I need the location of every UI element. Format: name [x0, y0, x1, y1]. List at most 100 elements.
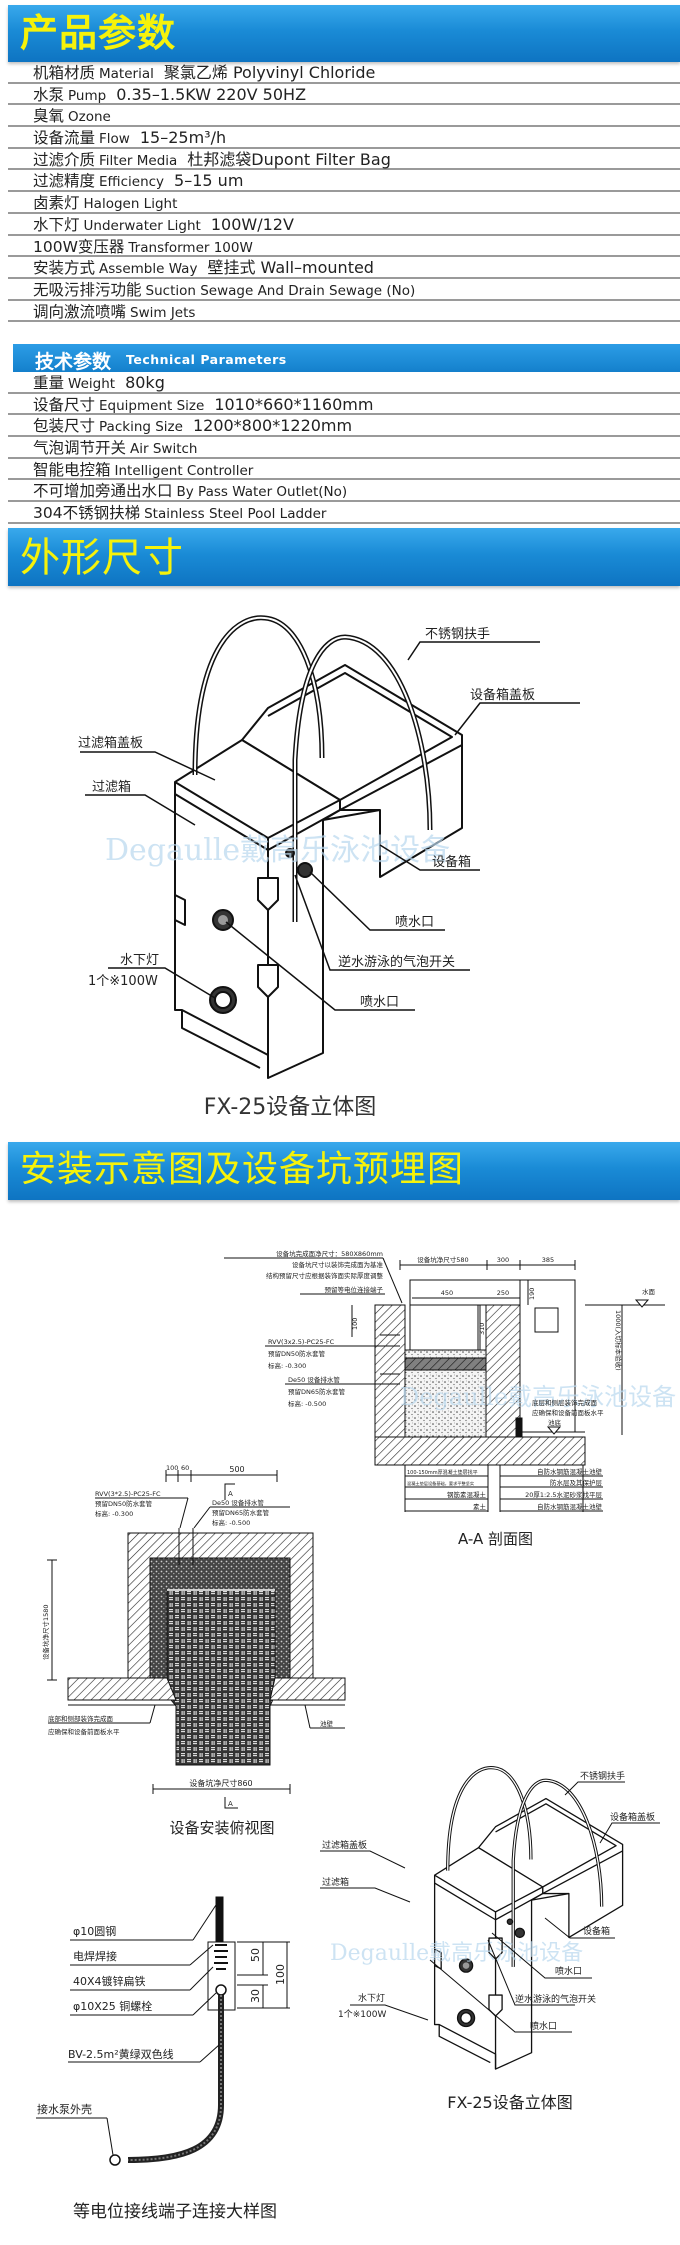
plan-finish-note: 底部和侧部装饰完成面: [48, 1714, 114, 1723]
watermark: Degaulle戴高乐泳池设备: [400, 1383, 676, 1411]
plan-dim-100: 100: [166, 1464, 178, 1472]
param-label-en: Assemble Way: [99, 261, 198, 278]
aa-dim-250: 250: [497, 1289, 509, 1297]
aa-note: 结构预留尺寸应根据装饰面实际厚度调整: [266, 1271, 384, 1280]
param-label-en: Flow: [99, 131, 130, 148]
equipment-3d-figure: Degaulle戴高乐泳池设备 不锈钢扶手 设备箱盖板 过滤箱盖板 过滤箱 设备…: [78, 615, 580, 1120]
dimensions-title: 外形尺寸: [20, 535, 184, 581]
aa-drain: 预留DN65防水套管: [288, 1387, 346, 1396]
param-label-cn: 过滤介质: [33, 150, 96, 169]
aa-dim-310: 310: [478, 1323, 486, 1335]
aa-layer-left: 混凝土垫层设备基础，要求平整坚实: [407, 1480, 474, 1487]
grounding-label: 接水泵外壳: [37, 2102, 92, 2116]
plan-drain: De50 设备排水管: [212, 1498, 264, 1507]
param-label-en: Material: [99, 66, 154, 82]
plan-view-drawing: [47, 1470, 346, 1809]
param-label-cn: 过滤精度: [33, 172, 96, 191]
plan-finish-note: 应确保和设备前面板水平: [48, 1727, 120, 1736]
aa-finish-note: 应确保和设备前面板水平: [532, 1408, 604, 1417]
param-label-cn: 100W变压器: [33, 237, 125, 256]
param-value: 0.35–1.5KW 220V 50HZ: [116, 84, 307, 104]
param-label-en: Intelligent Controller: [114, 462, 254, 479]
label-light-spec: 1个※100W: [88, 974, 158, 989]
plan-dim-500: 500: [229, 1465, 244, 1474]
small-label-light-spec: 1个※100W: [338, 2009, 386, 2020]
plan-drain: 标高: -0.500: [212, 1518, 250, 1527]
param-value: 5–15 um: [174, 171, 244, 191]
plan-dim-depth: 设备坑净尺寸1580: [41, 1604, 50, 1660]
product-params-title: 产品参数: [20, 11, 177, 55]
grounding-label: 40X4镀锌扁铁: [73, 1974, 146, 1988]
small-label-filter-lid: 过滤箱盖板: [322, 1839, 367, 1851]
param-label-cn: 水泵: [33, 85, 65, 104]
label-handrail: 不锈钢扶手: [425, 627, 490, 642]
plan-dim-width: 设备坑净尺寸860: [189, 1778, 252, 1788]
section-aa-caption: A-A 剖面图: [458, 1530, 533, 1548]
aa-water-level: 水面: [642, 1287, 656, 1296]
param-label-cn: 设备流量: [33, 129, 96, 148]
grounding-dim-50: 50: [249, 1948, 262, 1962]
small-figure-caption: FX-25设备立体图: [447, 2093, 573, 2112]
small-label-jet-1: 喷水口: [555, 1965, 582, 1977]
param-label-en: Pump: [68, 87, 107, 104]
technical-params-banner: 技术参数 Technical Parameters: [13, 344, 680, 373]
watermark: Degaulle戴高乐泳池设备: [330, 1941, 583, 1966]
plan-wall-label: 池壁: [320, 1719, 334, 1728]
param-label-en: Air Switch: [130, 441, 198, 458]
equipment-3d-drawing-small: [432, 1766, 625, 2071]
param-label-en: Packing Size: [99, 419, 183, 436]
small-label-equipment-box: 设备箱: [583, 1925, 610, 1937]
plan-view-caption: 设备安装俯视图: [169, 1819, 274, 1837]
grounding-dim-100: 100: [274, 1964, 287, 1985]
aa-layer-right: 自防水钢筋混凝土池壁: [537, 1502, 603, 1511]
small-label-equipment-lid: 设备箱盖板: [610, 1811, 655, 1823]
plan-dim-60: 60: [181, 1464, 189, 1472]
param-label-en: Filter Media: [99, 152, 178, 169]
install-drawings: Degaulle戴高乐泳池设备 设备坑完成面净尺寸：580X860mm 设备坑尺…: [36, 1249, 676, 2222]
param-label-cn: 智能电控箱: [33, 460, 111, 479]
aa-layer-right: 自防水钢筋混凝土池壁: [537, 1467, 603, 1476]
param-value: 100W/12V: [210, 214, 294, 234]
aa-dim-pit: 设备坑净尺寸580: [417, 1255, 468, 1264]
aa-dim-1000: 1000(入切标本验收): [614, 1310, 623, 1371]
param-label-cn: 重量: [33, 374, 65, 392]
install-banner: 安装示意图及设备坑预埋图: [8, 1142, 680, 1200]
label-air-switch: 逆水游泳的气泡开关: [338, 954, 455, 970]
grounding-label: φ10圆钢: [73, 1925, 116, 1938]
aa-cable: RVV(3x2.5)-PC25-FC: [268, 1338, 335, 1346]
aa-dim-300: 300: [497, 1256, 509, 1264]
param-value: 1200*800*1220mm: [192, 416, 353, 436]
watermark: Degaulle戴高乐泳池设备: [105, 833, 450, 868]
param-value: 聚氯乙烯 Polyvinyl Chloride: [163, 63, 376, 82]
param-label-en: Halogen Light: [83, 196, 178, 213]
small-label-underwater-light: 水下灯: [358, 1992, 385, 2004]
grounding-dim-30: 30: [249, 1989, 262, 2003]
param-label-cn: 调向激流喷嘴: [33, 302, 127, 321]
grounding-label: φ10X25 铜螺栓: [73, 1999, 152, 2013]
small-label-air-switch: 逆水游泳的气泡开关: [515, 1993, 596, 2005]
small-label-jet-2: 喷水口: [530, 2020, 557, 2032]
dimensions-banner: 外形尺寸: [8, 528, 680, 586]
aa-dim-450: 450: [441, 1289, 453, 1297]
param-value: 壁挂式 Wall–mounted: [207, 258, 374, 278]
figure-caption: FX-25设备立体图: [204, 1095, 377, 1120]
param-label-cn: 不可增加旁通出水口: [33, 482, 173, 501]
label-jet-2: 喷水口: [360, 995, 399, 1010]
param-label-cn: 卤素灯: [33, 194, 80, 213]
param-label-en: By Pass Water Outlet(No): [176, 484, 348, 501]
install-title: 安装示意图及设备坑预埋图: [20, 1149, 465, 1190]
label-filter-lid: 过滤箱盖板: [78, 735, 143, 751]
product-params-banner: 产品参数: [8, 5, 680, 62]
plan-cable: RVV(3*2.5)-PC25-FC: [95, 1490, 161, 1498]
